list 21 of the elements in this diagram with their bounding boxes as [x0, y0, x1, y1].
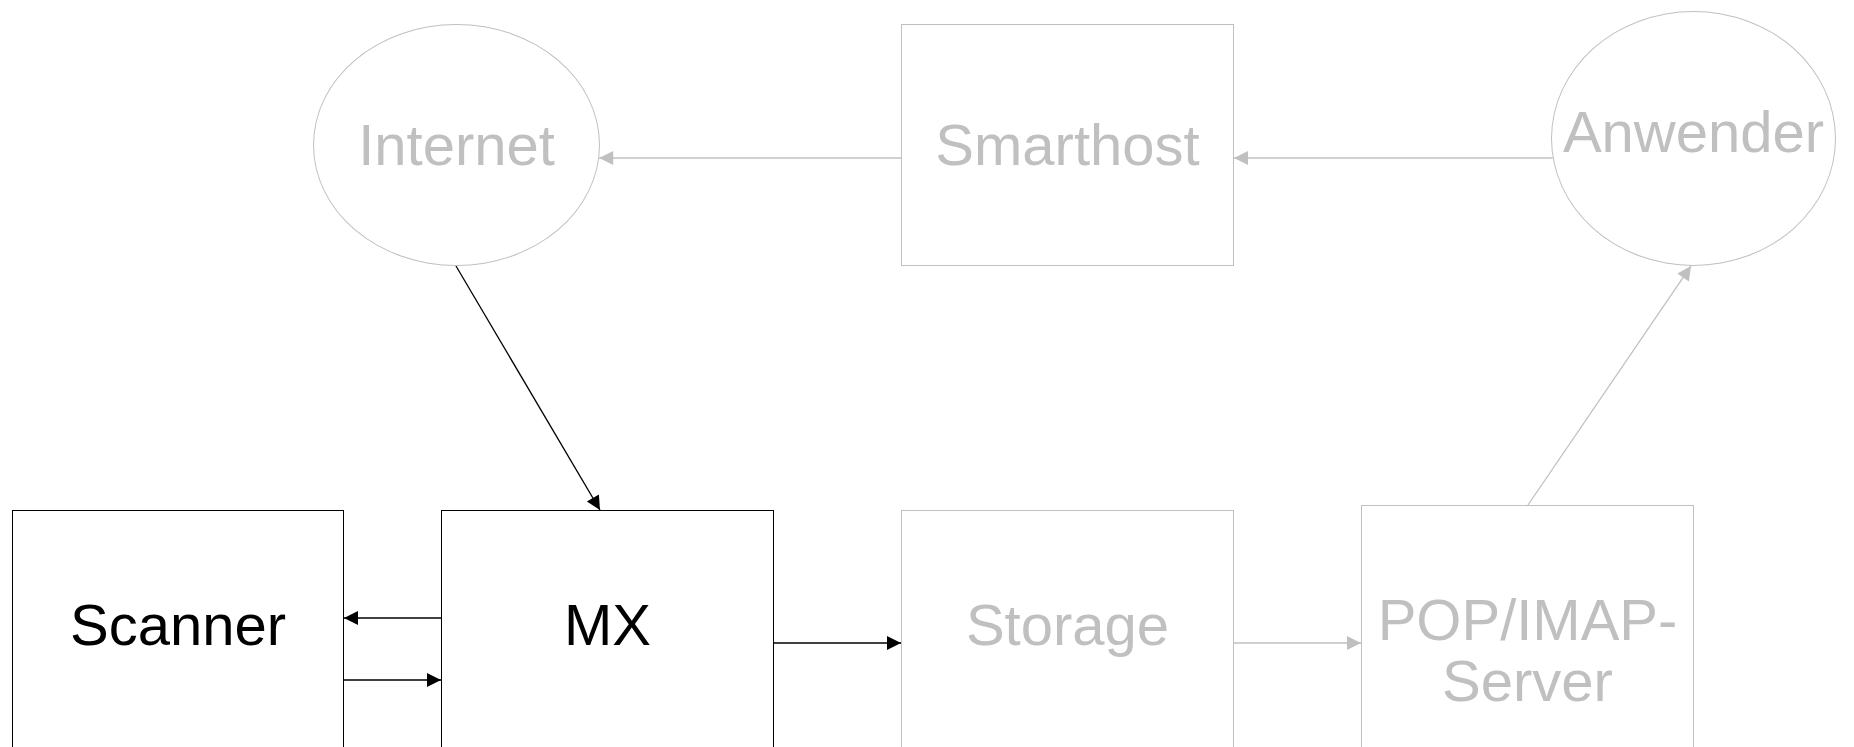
arrow — [455, 265, 601, 511]
ellipse-node — [1551, 11, 1836, 266]
node-label: Smarthost — [935, 114, 1200, 176]
arrow — [1233, 636, 1362, 650]
node-label: Storage — [965, 595, 1170, 656]
arrow — [773, 636, 902, 650]
process-box — [901, 24, 1234, 266]
arrow — [1527, 265, 1692, 506]
node-label: POP/IMAP-Server — [1376, 590, 1679, 712]
arrow — [598, 151, 902, 165]
process-box — [1361, 505, 1694, 747]
node-label: Internet — [358, 114, 555, 176]
process-box — [901, 510, 1234, 747]
process-box — [12, 510, 344, 747]
node-label: Scanner — [70, 595, 286, 656]
process-box — [441, 510, 774, 747]
node-label: MX — [564, 595, 651, 656]
node-label: Anwender — [1562, 102, 1825, 163]
arrow — [343, 673, 442, 687]
arrow — [343, 611, 442, 625]
arrow — [1233, 151, 1554, 165]
